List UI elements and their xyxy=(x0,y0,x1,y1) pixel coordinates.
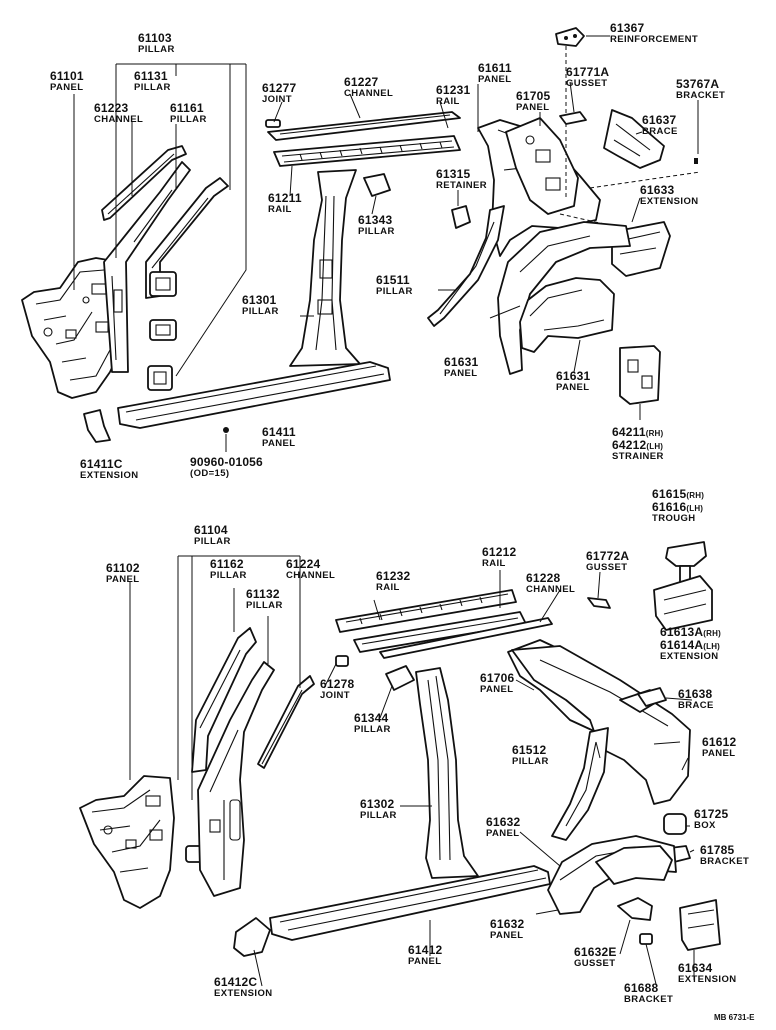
part-61223-channel xyxy=(101,145,187,221)
part-61411-panel xyxy=(117,361,391,429)
part-61132-pillar xyxy=(197,661,275,897)
part-61638-brace xyxy=(637,687,667,707)
drawing-reference: MB 6731-E xyxy=(714,1013,755,1022)
part-61161-pillar xyxy=(145,177,229,391)
part-61224-channel xyxy=(257,675,315,769)
part-61227-channel xyxy=(267,111,461,141)
part-61725-box xyxy=(663,813,687,835)
part-61411C-extension xyxy=(83,409,111,443)
part-61211-rail xyxy=(273,135,461,167)
label-90960: 90960-01056(OD=15) xyxy=(190,455,263,479)
label-64211: 64211(RH)64212(LH)STRAINER xyxy=(612,425,664,462)
part-64211-strainer xyxy=(619,345,661,405)
part-61512-pillar xyxy=(551,727,609,841)
part-61637-brace xyxy=(603,109,665,169)
part-61634-extension xyxy=(679,899,721,951)
label-61613A: 61613A(RH)61614A(LH)EXTENSION xyxy=(660,625,721,662)
part-61315-retainer xyxy=(451,205,471,229)
part-61162-pillar xyxy=(185,627,257,863)
part-61367-reinforcement xyxy=(555,27,585,47)
part-61344-pillar xyxy=(385,665,415,691)
part-61632-panel-inner xyxy=(595,845,673,885)
part-61772A-gusset xyxy=(587,597,611,609)
part-90960-plug xyxy=(223,427,229,452)
part-61705-panel xyxy=(505,117,579,215)
part-61277-joint xyxy=(265,119,281,128)
part-61278-joint xyxy=(335,655,349,667)
part-61412C-extension xyxy=(233,917,271,957)
part-61631-panel-inner xyxy=(519,277,615,353)
part-61631-panel-outer xyxy=(497,221,631,375)
part-61102-panel xyxy=(79,775,175,909)
part-61511-pillar xyxy=(427,205,505,327)
label-61615: 61615(RH)61616(LH)TROUGH xyxy=(652,487,705,524)
part-61412-panel xyxy=(269,865,551,941)
part-61343-pillar xyxy=(363,173,391,197)
part-61613A-extension xyxy=(653,575,713,631)
part-61302-pillar xyxy=(415,667,479,879)
part-61228-channel xyxy=(379,617,553,659)
part-61771A-gusset xyxy=(559,111,587,125)
part-61632E-gusset xyxy=(617,897,653,921)
part-61131-pillar xyxy=(103,161,191,373)
part-61688-bracket xyxy=(639,933,653,945)
part-53767A-bracket xyxy=(694,158,698,164)
part-61232-rail xyxy=(335,589,517,633)
